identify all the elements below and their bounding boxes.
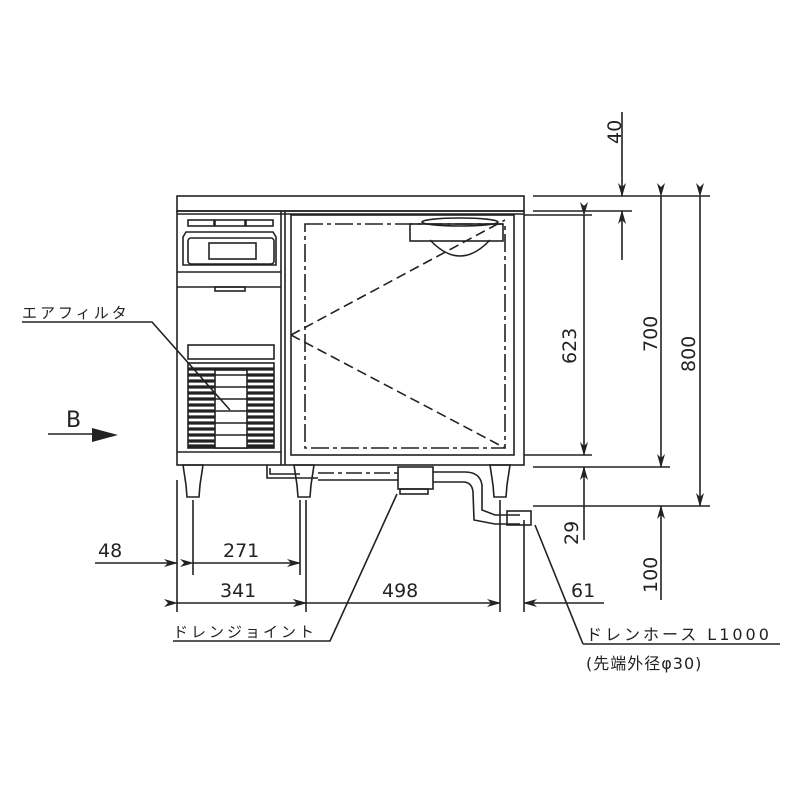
control-panel: [182, 231, 277, 266]
drain-hose-end: [506, 510, 532, 526]
drain-hose-leader: [534, 524, 780, 645]
dim-29: 29: [561, 520, 583, 545]
air-filter-label: エアフィルタ: [22, 304, 130, 322]
drain-joint-leader: [173, 493, 398, 642]
door: [290, 214, 515, 456]
view-marker-b: B: [66, 408, 82, 433]
dim-61: 61: [571, 580, 596, 602]
door-gasket: [304, 223, 506, 449]
dim-700: 700: [640, 315, 662, 352]
air-filter-leader: [22, 321, 231, 411]
cabinet-body: [176, 210, 525, 466]
drain-hose-label: ドレンホース L1000: [586, 625, 772, 644]
drain-pipe: [266, 465, 318, 479]
drain-hose-note: (先端外径φ30): [586, 654, 703, 673]
dim-800: 800: [678, 335, 700, 372]
dim-271: 271: [223, 540, 260, 562]
dim-100: 100: [640, 556, 662, 593]
counter-top: [176, 195, 525, 212]
legs: [182, 464, 511, 498]
vent-slots: [187, 219, 274, 227]
dim-40: 40: [604, 119, 626, 144]
dim-341: 341: [220, 580, 257, 602]
drain-joint-label: ドレンジョイント: [173, 623, 318, 641]
drain-joint: [397, 466, 434, 490]
dim-498: 498: [382, 580, 419, 602]
dim-48: 48: [98, 540, 123, 562]
dim-623: 623: [559, 327, 581, 364]
